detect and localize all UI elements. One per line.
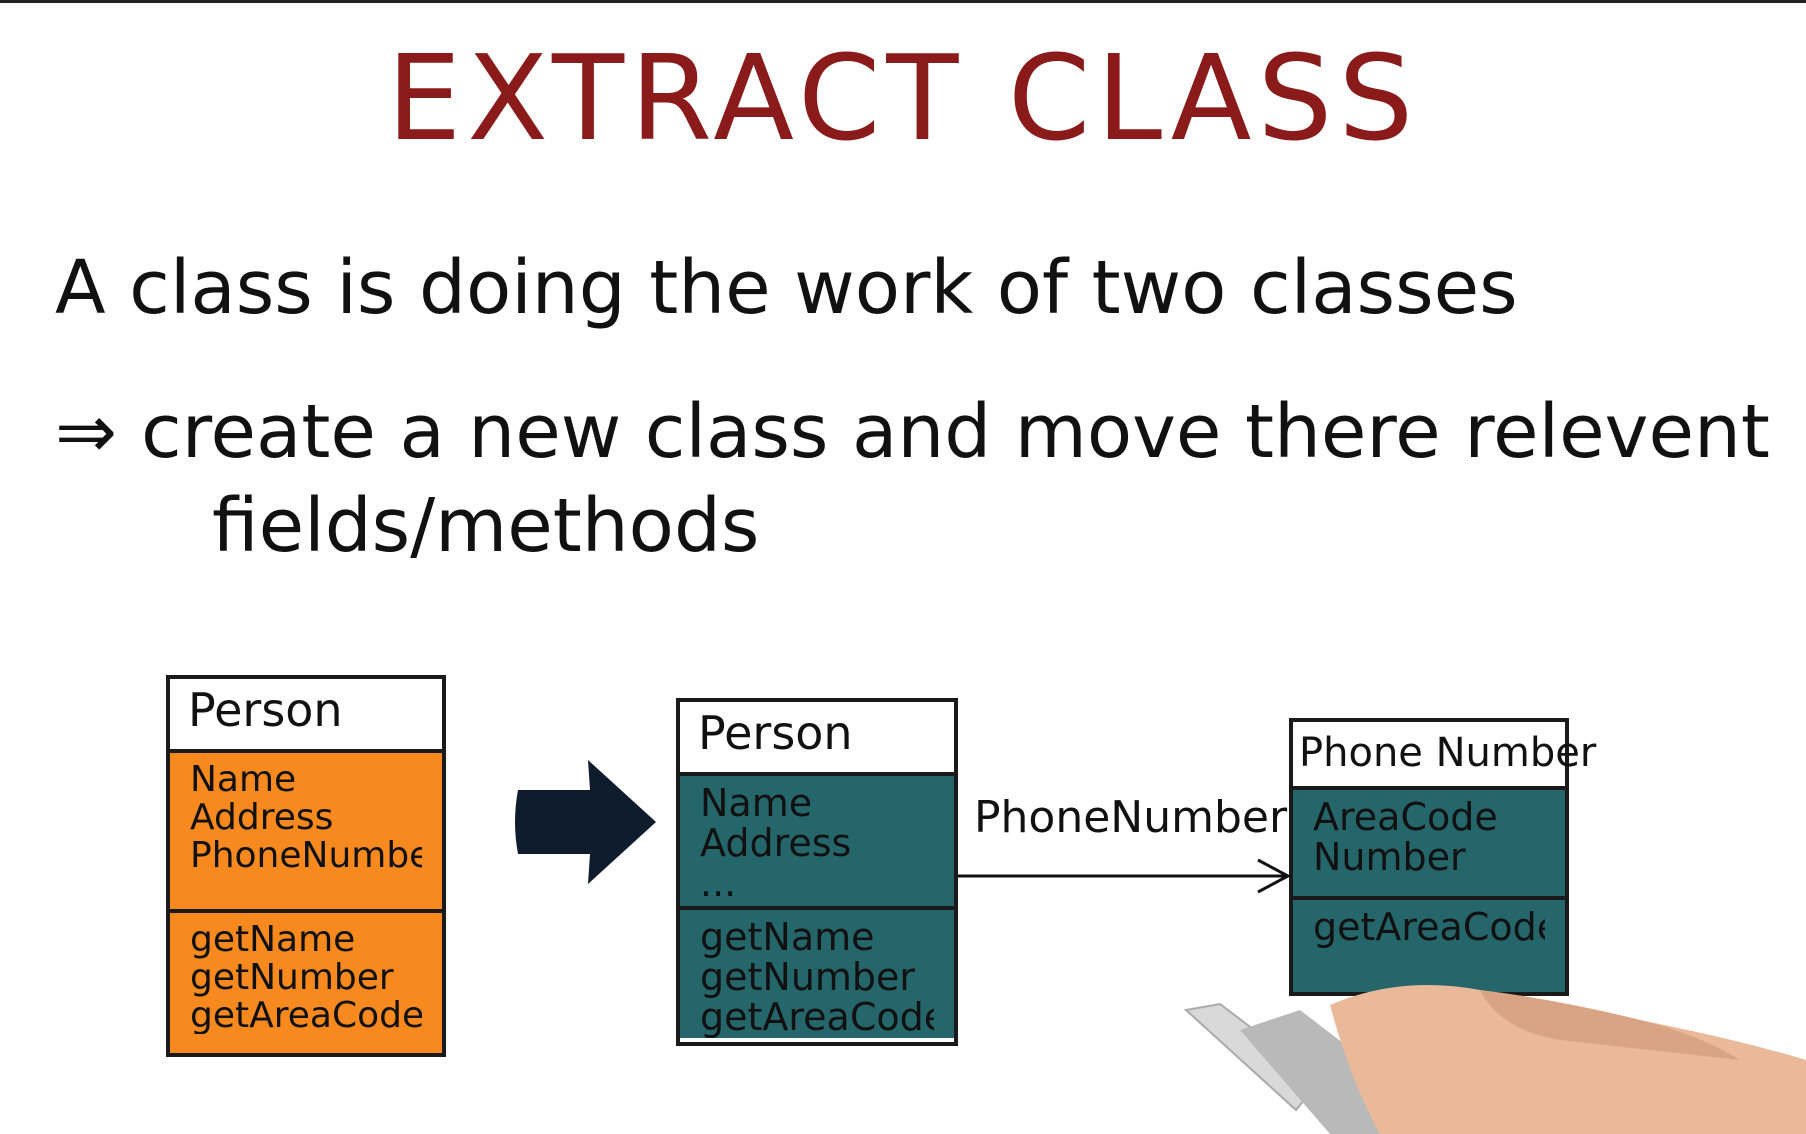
attributes-section: AreaCode Number: [1293, 790, 1565, 896]
attribute: ...: [700, 863, 737, 904]
problem-statement: A class is doing the work of two classes: [55, 245, 1518, 331]
hand-skin: [1330, 985, 1806, 1134]
association-arrow: [958, 858, 1292, 894]
attributes-section: Name Address ...: [680, 776, 954, 906]
slide-title: EXTRACT CLASS: [386, 29, 1420, 167]
attribute: PhoneNumber: [190, 836, 422, 875]
method: getAreaCode: [190, 996, 422, 1035]
hand-shadow: [1480, 990, 1740, 1060]
association-arrowhead: [1257, 858, 1292, 894]
attribute: AreaCode: [1313, 798, 1498, 838]
methods-section: getName getNumber getAreaCode: [680, 906, 954, 1038]
top-border: [0, 0, 1806, 3]
marker-tip: [1183, 1002, 1322, 1112]
association-label: PhoneNumber: [974, 792, 1288, 843]
implies-symbol: ⇒: [55, 389, 118, 475]
method: getName: [190, 921, 356, 959]
class-box-person-before: Person Name Address PhoneNumber getName …: [166, 675, 446, 1057]
method: getNumber: [190, 958, 394, 997]
methods-section: getName getNumber getAreaCode: [170, 909, 442, 1053]
attribute: Address: [190, 798, 334, 837]
methods-section: getAreaCode: [1293, 896, 1565, 992]
solution-statement: ⇒ create a new class and move there rele…: [55, 389, 1770, 475]
class-name: Person: [680, 702, 954, 776]
marker-body: [1240, 1010, 1430, 1134]
transform-arrow-shape: [515, 760, 656, 884]
right-arrow-icon: [515, 760, 656, 884]
solution-text: create a new class and move there releve…: [141, 389, 1770, 475]
hand-with-marker-icon: [1183, 985, 1806, 1134]
method: getNumber: [700, 957, 916, 998]
method: getName: [700, 918, 875, 958]
attribute: Number: [1313, 837, 1466, 878]
attribute: Name: [700, 784, 813, 824]
attributes-section: Name Address PhoneNumber: [170, 753, 442, 909]
class-box-person-after: Person Name Address ... getName getNumbe…: [676, 698, 958, 1046]
class-box-phone-number: Phone Number AreaCode Number getAreaCode: [1289, 718, 1596, 996]
method: getAreaCode: [1313, 908, 1545, 948]
attribute: Address: [700, 823, 852, 864]
method: getAreaCode: [700, 997, 934, 1038]
class-name: Phone Number: [1293, 722, 1596, 790]
solution-continuation: fields/methods: [212, 483, 760, 569]
attribute: Name: [190, 761, 297, 799]
class-name: Person: [170, 679, 442, 753]
